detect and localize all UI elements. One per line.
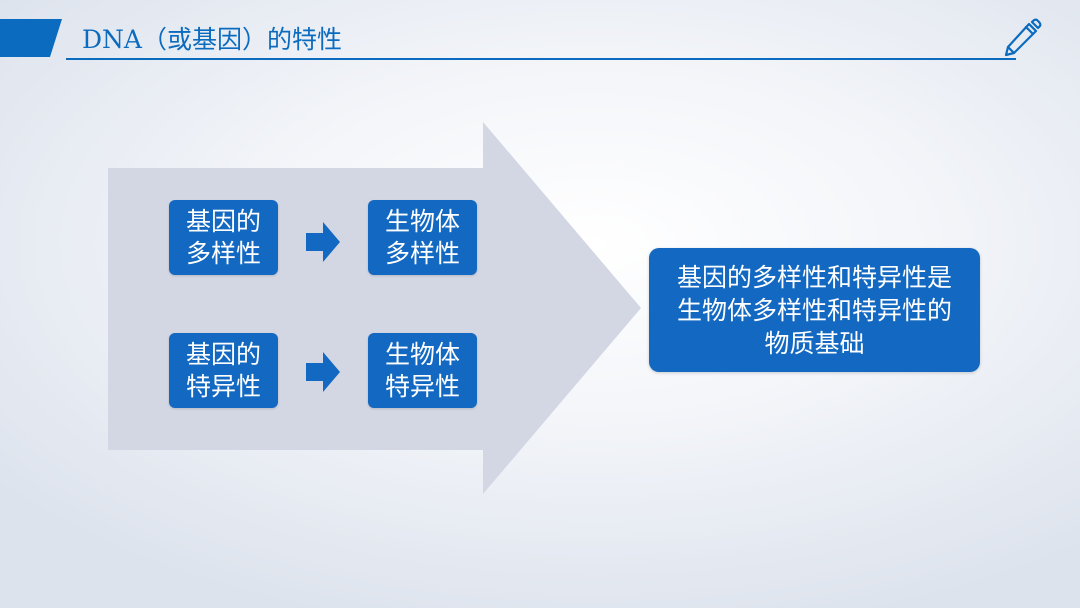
header-underline: [66, 58, 1016, 60]
conclusion-box: 基因的多样性和特异性是 生物体多样性和特异性的 物质基础: [649, 248, 980, 372]
effect-box-line-1: 生物体: [384, 206, 460, 236]
header-tab-decoration: [0, 19, 62, 57]
effect-box-line-2: 特异性: [384, 371, 460, 401]
effect-box-diversity: 生物体 多样性: [368, 200, 477, 275]
conclusion-line-1: 基因的多样性和特异性是: [676, 262, 952, 292]
conclusion-line-2: 生物体多样性和特异性的: [676, 295, 952, 325]
right-arrow-icon: [306, 352, 340, 392]
conclusion-line-3: 物质基础: [764, 328, 865, 358]
effect-box-specificity: 生物体 特异性: [368, 333, 477, 408]
page-title: DNA（或基因）的特性: [82, 25, 342, 54]
cause-box-line-1: 基因的: [185, 339, 261, 369]
effect-box-line-1: 生物体: [384, 339, 460, 369]
effect-box-line-2: 多样性: [384, 238, 460, 268]
right-arrow-icon: [306, 222, 340, 262]
cause-box-specificity: 基因的 特异性: [169, 333, 278, 408]
cause-box-line-2: 多样性: [185, 238, 261, 268]
cause-box-line-1: 基因的: [185, 206, 261, 236]
cause-box-line-2: 特异性: [185, 371, 261, 401]
pen-icon: [1004, 18, 1042, 57]
cause-box-diversity: 基因的 多样性: [169, 200, 278, 275]
